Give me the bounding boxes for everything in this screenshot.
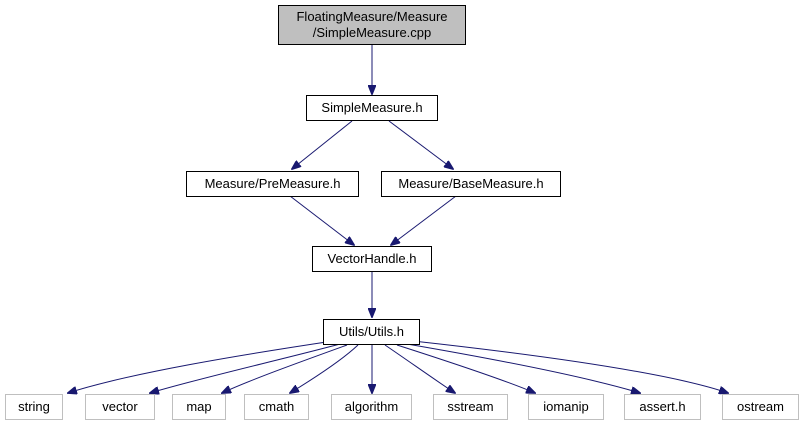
system-header-algorithm[interactable]: algorithm <box>331 394 412 420</box>
system-header-label: cmath <box>259 399 294 414</box>
edges <box>68 45 728 393</box>
system-header-label: map <box>186 399 211 414</box>
edge-simple-to-base-measure <box>388 120 453 169</box>
system-header-box <box>722 394 799 420</box>
system-header-sstream[interactable]: sstream <box>433 394 508 420</box>
edge-base-measure-to-vector-handle <box>391 195 457 245</box>
edge-utils-to-assert <box>406 343 640 393</box>
system-header-label: ostream <box>737 399 784 414</box>
node-pre-measure-h[interactable]: Measure/PreMeasure.h <box>186 171 359 197</box>
system-header-label: assert.h <box>639 399 685 414</box>
edge-pre-measure-to-vector-handle <box>289 195 354 245</box>
edge-utils-to-ostream <box>412 340 728 393</box>
edge-utils-to-string <box>68 340 334 393</box>
system-header-box <box>331 394 412 420</box>
node-root-cpp[interactable]: FloatingMeasure/Measure /SimpleMeasure.c… <box>278 5 466 45</box>
node-box <box>186 171 359 197</box>
node-box <box>306 95 438 121</box>
system-header-map[interactable]: map <box>172 394 226 420</box>
system-header-label: sstream <box>447 399 493 414</box>
edge-utils-to-sstream <box>384 344 455 393</box>
node-base-measure-h[interactable]: Measure/BaseMeasure.h <box>381 171 561 197</box>
system-header-label: string <box>18 399 50 414</box>
node-simple-measure-h[interactable]: SimpleMeasure.h <box>306 95 438 121</box>
system-header-box <box>528 394 604 420</box>
node-box <box>381 171 561 197</box>
system-header-label: iomanip <box>543 399 589 414</box>
node-label: SimpleMeasure.h <box>321 100 422 115</box>
root-node-label-line2: /SimpleMeasure.cpp <box>313 25 432 40</box>
system-header-box <box>5 394 63 420</box>
system-header-box <box>433 394 508 420</box>
edge-utils-to-iomanip <box>396 344 535 393</box>
system-header-assert-h[interactable]: assert.h <box>624 394 701 420</box>
edge-simple-to-pre-measure <box>292 120 353 169</box>
system-header-box <box>172 394 226 420</box>
edge-utils-to-cmath <box>290 344 359 393</box>
node-label: Measure/PreMeasure.h <box>205 176 341 191</box>
system-header-label: algorithm <box>345 399 398 414</box>
node-vector-handle-h[interactable]: VectorHandle.h <box>312 246 432 272</box>
system-header-ostream[interactable]: ostream <box>722 394 799 420</box>
system-header-string[interactable]: string <box>5 394 63 420</box>
system-header-box <box>85 394 155 420</box>
node-box <box>312 246 432 272</box>
system-header-box <box>624 394 701 420</box>
system-header-iomanip[interactable]: iomanip <box>528 394 604 420</box>
edge-utils-to-vector <box>150 343 341 393</box>
system-header-cmath[interactable]: cmath <box>244 394 309 420</box>
system-header-vector[interactable]: vector <box>85 394 155 420</box>
node-label: Measure/BaseMeasure.h <box>398 176 543 191</box>
system-header-label: vector <box>102 399 138 414</box>
edge-utils-to-map <box>222 344 348 393</box>
node-box <box>323 319 420 345</box>
node-utils-h[interactable]: Utils/Utils.h <box>323 319 420 345</box>
node-label: Utils/Utils.h <box>339 324 404 339</box>
root-node-box <box>278 5 466 45</box>
root-node-label-line1: FloatingMeasure/Measure <box>296 9 447 24</box>
node-label: VectorHandle.h <box>328 251 417 266</box>
system-header-box <box>244 394 309 420</box>
